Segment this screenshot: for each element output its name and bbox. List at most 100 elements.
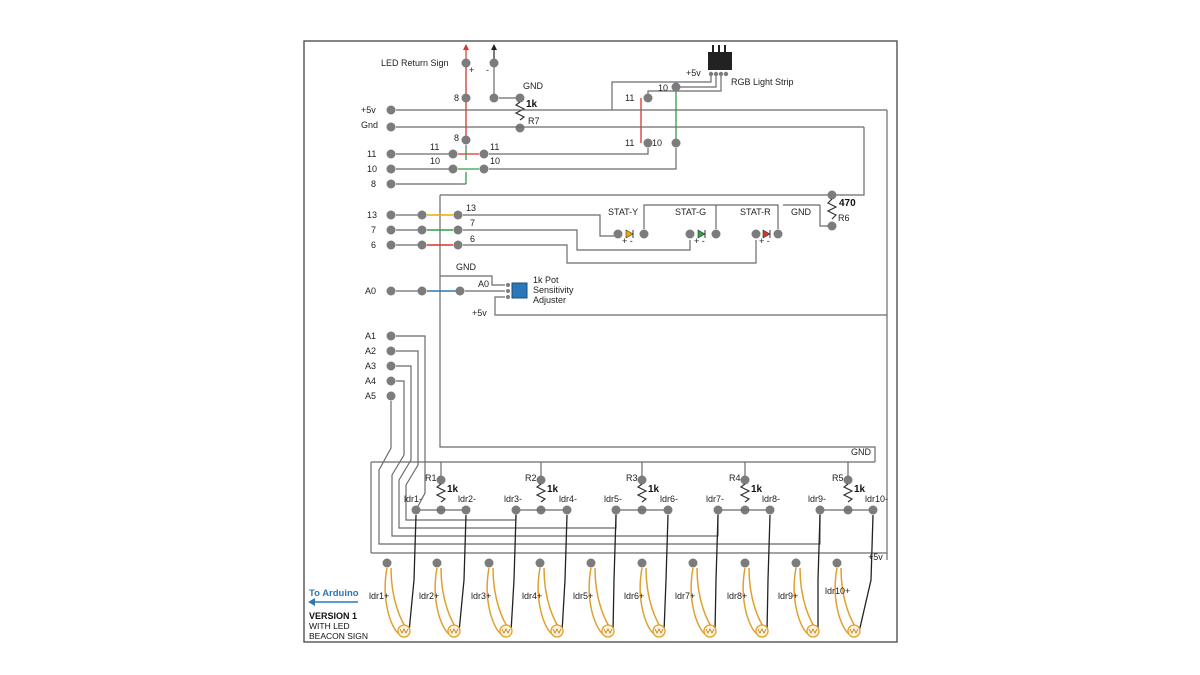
svg-text:A0: A0 xyxy=(478,279,489,289)
ldr-3: ldr3+ xyxy=(471,514,517,638)
ldr-minus-label: ldr8- xyxy=(762,494,780,504)
resistor-value: 1k xyxy=(854,484,866,495)
ldr-plus-label: ldr8+ xyxy=(727,591,747,601)
led-return-sign: + - LED Return Sign xyxy=(381,44,499,75)
resistor-name: R3 xyxy=(626,473,638,483)
ldr-minus-label: ldr10- xyxy=(865,494,888,504)
ldr-1: ldr1+ xyxy=(369,514,417,638)
pin-label-gnd: Gnd xyxy=(361,120,378,130)
resistor-name: R4 xyxy=(729,473,741,483)
pin-label-5v: +5v xyxy=(361,105,376,115)
photoresistor-icon xyxy=(550,624,564,638)
svg-text:6: 6 xyxy=(470,234,475,244)
ldr-plus-label: ldr5+ xyxy=(573,591,593,601)
version-subtitle-1: WITH LED xyxy=(309,621,350,631)
ldr-plus-label: ldr1+ xyxy=(369,591,389,601)
ldr-minus-terminal: ldr2- xyxy=(458,494,476,515)
resistor-bank: R11kR21kR31kR41kR51kldr1-ldr2-ldr3-ldr4-… xyxy=(404,462,888,515)
ldr-minus-label: ldr3- xyxy=(504,494,522,504)
rgb-light-strip: +5v RGB Light Strip xyxy=(686,45,794,87)
ldr-plus-label: ldr6+ xyxy=(624,591,644,601)
svg-text:11: 11 xyxy=(490,142,499,152)
ldr-8: ldr8+ xyxy=(727,514,771,638)
resistor-value: 1k xyxy=(447,484,459,495)
pin-label-8: 8 xyxy=(371,179,376,189)
gnd-label-stat: GND xyxy=(791,207,812,217)
r6-name: R6 xyxy=(838,213,850,223)
svg-text:7: 7 xyxy=(470,218,475,228)
resistor-r3: R3 1k xyxy=(620,462,664,515)
stat-y-label: STAT-Y xyxy=(608,207,638,217)
ldr-array: ldr1+ldr2+ldr3+ldr4+ldr5+ldr6+ldr7+ldr8+… xyxy=(369,514,874,638)
photoresistor-icon xyxy=(499,624,513,638)
pin-label-a0: A0 xyxy=(365,286,376,296)
photoresistor-icon xyxy=(601,624,615,638)
resistor-value: 1k xyxy=(547,484,559,495)
photoresistor-icon xyxy=(847,624,861,638)
status-leds: STAT-Y STAT-G STAT-R + - + - + - xyxy=(608,207,783,246)
svg-text:11: 11 xyxy=(430,142,439,152)
ldr-minus-label: ldr2- xyxy=(458,494,476,504)
pot-label-2: Sensitivity xyxy=(533,285,574,295)
pin-label-10: 10 xyxy=(367,164,377,174)
version-title: VERSION 1 xyxy=(309,611,357,621)
svg-text:13: 13 xyxy=(466,203,476,213)
gnd-label-pot: GND xyxy=(456,262,477,272)
ldr-plus-label: ldr2+ xyxy=(419,591,439,601)
pin-label-7: 7 xyxy=(371,225,376,235)
ldr-minus-label: ldr5- xyxy=(604,494,622,504)
svg-text:+5v: +5v xyxy=(686,68,701,78)
ldr-minus-terminal: ldr10- xyxy=(865,494,888,515)
ldr-minus-label: ldr6- xyxy=(660,494,678,504)
ldr-minus-terminal: ldr7- xyxy=(706,494,724,515)
gnd-label-bottom: GND xyxy=(851,447,872,457)
ldr-minus-terminal: ldr3- xyxy=(504,494,522,515)
arrow-left-icon xyxy=(308,598,315,606)
pin-label-a5: A5 xyxy=(365,391,376,401)
photoresistor-icon xyxy=(806,624,820,638)
version-subtitle-2: BEACON SIGN xyxy=(309,631,368,641)
ldr-minus-terminal: ldr1- xyxy=(404,494,422,515)
svg-text:11: 11 xyxy=(625,93,634,103)
ldr-minus-label: ldr7- xyxy=(706,494,724,504)
pot-label-3: Adjuster xyxy=(533,295,566,305)
ldr-plus-label: ldr10+ xyxy=(825,586,850,596)
svg-text:+ -: + - xyxy=(622,236,633,246)
pot-supply-label: +5v xyxy=(472,308,487,318)
ldr-minus-terminal: ldr5- xyxy=(604,494,622,515)
resistor-value: 1k xyxy=(648,484,660,495)
pin-label-a2: A2 xyxy=(365,346,376,356)
photoresistor-icon xyxy=(447,624,461,638)
rgb-strip-label: RGB Light Strip xyxy=(731,77,794,87)
photoresistor-icon xyxy=(755,624,769,638)
svg-text:+ -: + - xyxy=(694,236,705,246)
pot-label-1: 1k Pot xyxy=(533,275,559,285)
resistor-name: R2 xyxy=(525,473,537,483)
ldr-6: ldr6+ xyxy=(624,514,669,638)
ldr-minus-terminal: ldr6- xyxy=(660,494,678,515)
ldr-9: ldr9+ xyxy=(778,514,821,638)
pin-label-a1: A1 xyxy=(365,331,376,341)
svg-text:-: - xyxy=(486,65,489,75)
ldr-10: ldr10+ xyxy=(825,514,874,638)
ldr-5: ldr5+ xyxy=(573,514,617,638)
stat-g-label: STAT-G xyxy=(675,207,706,217)
ldr-minus-terminal: ldr8- xyxy=(762,494,780,515)
pin-label-a4: A4 xyxy=(365,376,376,386)
svg-text:10: 10 xyxy=(490,156,500,166)
bottom-supply-label: +5v xyxy=(868,552,883,562)
diagram-frame xyxy=(303,40,898,643)
ldr-minus-terminal: ldr9- xyxy=(808,494,826,515)
led-return-sign-label: LED Return Sign xyxy=(381,58,449,68)
potentiometer: 1k Pot Sensitivity Adjuster xyxy=(506,275,574,305)
photoresistor-icon xyxy=(652,624,666,638)
svg-text:11: 11 xyxy=(625,138,634,148)
stat-r-label: STAT-R xyxy=(740,207,771,217)
to-arduino-label: To Arduino xyxy=(309,588,359,599)
ldr-plus-label: ldr7+ xyxy=(675,591,695,601)
ldr-plus-label: ldr9+ xyxy=(778,591,798,601)
